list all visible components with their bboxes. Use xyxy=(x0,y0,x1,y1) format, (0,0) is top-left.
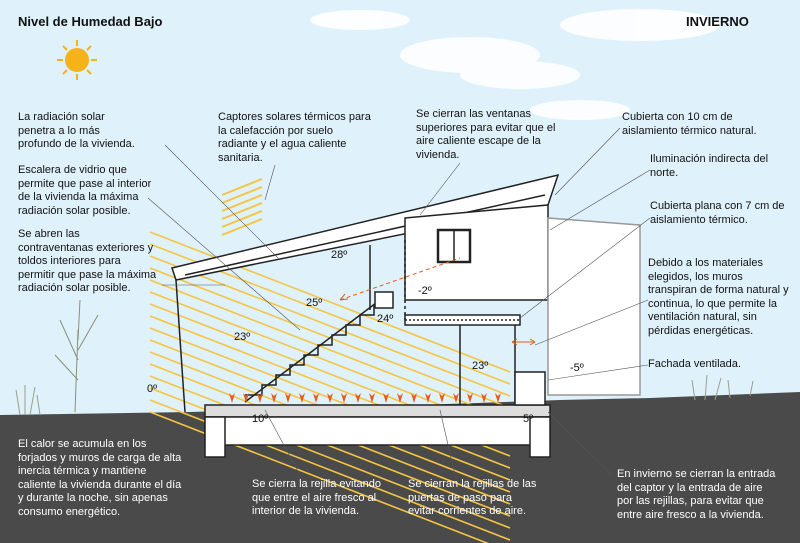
label-grille: Se cierra la rejilla evitando que entre … xyxy=(252,478,382,517)
label-flat-roof: Cubierta plana con 7 cm de aislamiento t… xyxy=(650,200,785,226)
heat-arrow xyxy=(285,393,291,403)
sun-ray xyxy=(149,375,511,517)
label-facade: Fachada ventilada. xyxy=(648,358,741,370)
diagram-title-right: INVIERNO xyxy=(686,14,749,29)
temp-landing: 24º xyxy=(377,313,394,325)
label-thermal-mass: El calor se acumula en los forjados y mu… xyxy=(18,438,182,518)
heat-arrow xyxy=(341,393,347,403)
label-solar-collectors: Captores solares térmicos para la calefa… xyxy=(218,111,371,164)
temp-north-room: 23º xyxy=(472,360,489,372)
label-roof-insulation: Cubierta con 10 cm de aislamiento térmic… xyxy=(622,111,757,137)
heat-arrow xyxy=(411,393,417,403)
collector-line xyxy=(221,194,263,212)
collector-line xyxy=(221,186,263,204)
temp-roof: 28º xyxy=(331,249,348,261)
collector-line xyxy=(221,202,263,220)
warm-air-arrows xyxy=(339,257,536,346)
sun-ray xyxy=(149,255,511,397)
sun-ray xyxy=(149,279,511,421)
heat-arrow xyxy=(271,393,277,403)
heat-arrow xyxy=(355,393,361,403)
temp-upper-room: -2º xyxy=(418,285,432,297)
label-walls: Debido a los materiales elegidos, los mu… xyxy=(648,257,789,337)
label-upper-windows: Se cierran las ventanas superiores para … xyxy=(416,108,556,161)
underfloor-heating xyxy=(229,393,501,403)
house-structure xyxy=(171,173,641,458)
heat-arrow xyxy=(481,393,487,403)
heat-arrow xyxy=(467,393,473,403)
clouds xyxy=(310,9,720,120)
temp-stair-upper: 25º xyxy=(306,297,323,309)
grass xyxy=(15,374,754,416)
collector-line xyxy=(221,178,263,196)
temp-slab: 10º xyxy=(252,413,269,425)
temp-south-room: 23º xyxy=(234,331,251,343)
heat-arrow xyxy=(383,393,389,403)
label-solar-radiation: La radiación solar penetra a lo más prof… xyxy=(18,111,135,150)
heat-arrow xyxy=(313,393,319,403)
solar-collector-hatch xyxy=(221,178,263,236)
tree-left xyxy=(54,299,99,413)
heat-arrow xyxy=(257,393,263,403)
heat-arrow xyxy=(243,393,249,403)
heat-arrow xyxy=(229,393,235,403)
label-glass-stair: Escalera de vidrio que permite que pase … xyxy=(18,164,152,217)
heat-arrow xyxy=(299,393,305,403)
collector-line xyxy=(221,218,263,236)
label-door-grilles: Se cierran la rejillas de las puertas de… xyxy=(408,478,537,517)
heat-arrow xyxy=(453,393,459,403)
heat-arrow xyxy=(327,393,333,403)
collector-line xyxy=(221,210,263,228)
label-north-light: Iluminación indirecta del norte. xyxy=(650,153,769,179)
heat-arrow xyxy=(369,393,375,403)
label-winter-intake: En invierno se cierran la entrada del ca… xyxy=(617,468,776,521)
sun-ray xyxy=(149,231,511,373)
heat-arrow xyxy=(397,393,403,403)
label-shutters: Se abren las contraventanas exteriores y… xyxy=(18,228,157,294)
temp-outside-south: 0º xyxy=(147,383,158,395)
temp-foundation: 5º xyxy=(523,413,534,425)
diagram-title-left: Nivel de Humedad Bajo xyxy=(18,14,163,29)
ground xyxy=(0,392,800,543)
heat-arrow xyxy=(439,393,445,403)
heat-arrow xyxy=(425,393,431,403)
sun-icon xyxy=(57,40,97,80)
heat-arrow xyxy=(495,393,501,403)
leader-lines xyxy=(147,127,651,476)
temp-outside-north: -5º xyxy=(570,362,584,374)
